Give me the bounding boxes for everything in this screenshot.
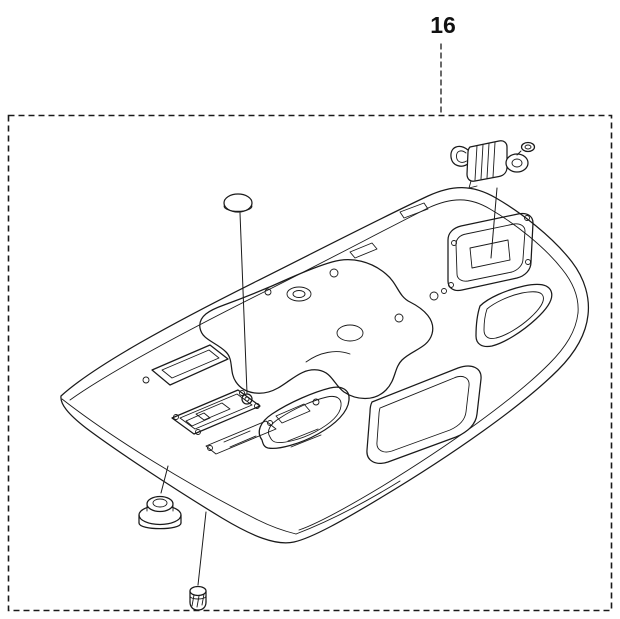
screw-tip	[189, 601, 207, 611]
sensor-link	[516, 150, 522, 156]
cluster-screw	[195, 429, 201, 435]
central-opening-cutout	[199, 259, 434, 400]
skirt-crease-line-right	[295, 480, 401, 535]
opening-floor-screw	[329, 268, 339, 278]
sensor-knob-inner	[511, 158, 523, 168]
grommet-leader-line	[160, 465, 169, 494]
panel-screw	[524, 215, 530, 221]
cluster-screw	[239, 390, 245, 396]
rear-panel-outer	[447, 212, 534, 292]
cluster-screw	[254, 403, 260, 409]
opening-floor-screw	[394, 313, 404, 323]
cap-leader-line	[239, 212, 248, 394]
sensor-hook	[450, 145, 470, 167]
lower-cutout-inner	[268, 395, 342, 443]
sensor-rib	[492, 142, 496, 178]
screw-thread	[196, 595, 200, 608]
panel-screw	[525, 259, 531, 265]
screw-thread	[201, 593, 205, 606]
surface-rib	[287, 428, 319, 442]
pcb-cluster-plate	[185, 412, 211, 427]
sensor-assembly-drawing	[450, 140, 536, 259]
surface-detail-rect	[399, 202, 429, 219]
surface-screw	[312, 398, 320, 406]
sensor-hook-inner	[456, 150, 467, 163]
opening-floor-line	[305, 351, 351, 363]
side-slot-inner	[483, 291, 544, 339]
pcb-cluster-plate	[195, 402, 231, 421]
sensor-tab	[520, 141, 536, 153]
cover-rim-right-line	[427, 199, 579, 314]
cover-outline	[60, 187, 590, 544]
grommet-flange-bottom	[138, 522, 182, 530]
opening-floor-screw	[264, 288, 272, 296]
cluster-rib	[223, 430, 251, 443]
screw-thread	[191, 594, 195, 607]
side-slot-outer	[475, 283, 553, 348]
cluster-rib	[229, 435, 257, 448]
surface-rib	[290, 434, 322, 448]
pcb-cluster-inner	[179, 393, 253, 430]
cluster-screw	[207, 445, 213, 451]
port-ellipse	[286, 286, 312, 302]
sensor-leader-line	[490, 187, 498, 259]
skirt-crease-line	[61, 398, 297, 535]
sealing-cap-drawing	[223, 193, 253, 394]
panel-screw	[448, 282, 454, 288]
cover-rim-bottom-line	[298, 312, 579, 531]
sensor-rib	[486, 143, 490, 179]
grommet-dome	[146, 495, 174, 513]
rubber-grommet-drawing	[138, 465, 182, 530]
sensor-rib	[474, 145, 478, 181]
surface-detail-rect	[275, 403, 311, 424]
screw-leader-line	[197, 511, 207, 586]
display-recess-outer	[366, 365, 482, 464]
main-cover-body-drawing	[60, 187, 590, 544]
cap-hole	[241, 393, 253, 405]
screw-plug-drawing	[189, 511, 207, 611]
cluster-screw	[173, 414, 179, 420]
diagram-frame	[7, 114, 613, 612]
cluster-screw	[267, 420, 273, 426]
callout-number: 16	[430, 12, 456, 38]
sealing-cap-rim	[223, 205, 253, 212]
opening-floor-boss	[336, 324, 364, 342]
surface-screw	[429, 291, 439, 301]
sealing-cap-top	[223, 193, 253, 213]
display-recess-inner	[376, 375, 470, 453]
rear-panel-plate	[469, 239, 511, 269]
sensor-tab-inner	[524, 144, 532, 150]
panel-screw	[451, 240, 457, 246]
surface-detail-rect	[349, 242, 378, 259]
cover-rim-top-line	[69, 207, 429, 401]
rear-panel-inner	[455, 223, 526, 282]
sensor-foot	[468, 180, 478, 189]
cluster-lower-plate	[205, 420, 277, 455]
screw-head	[189, 585, 207, 597]
pcb-cluster-outer	[171, 389, 261, 435]
sensor-rib	[480, 144, 484, 180]
left-panel-outer	[151, 344, 229, 386]
surface-screw	[441, 288, 447, 294]
port-ellipse-inner	[292, 290, 306, 298]
left-panel-screw	[142, 376, 150, 384]
left-panel-inner	[161, 349, 220, 379]
sensor-knob	[505, 153, 529, 173]
grommet-dome-inner	[152, 498, 168, 508]
cap-hole-inner	[244, 396, 250, 402]
lower-cutout	[258, 386, 350, 450]
